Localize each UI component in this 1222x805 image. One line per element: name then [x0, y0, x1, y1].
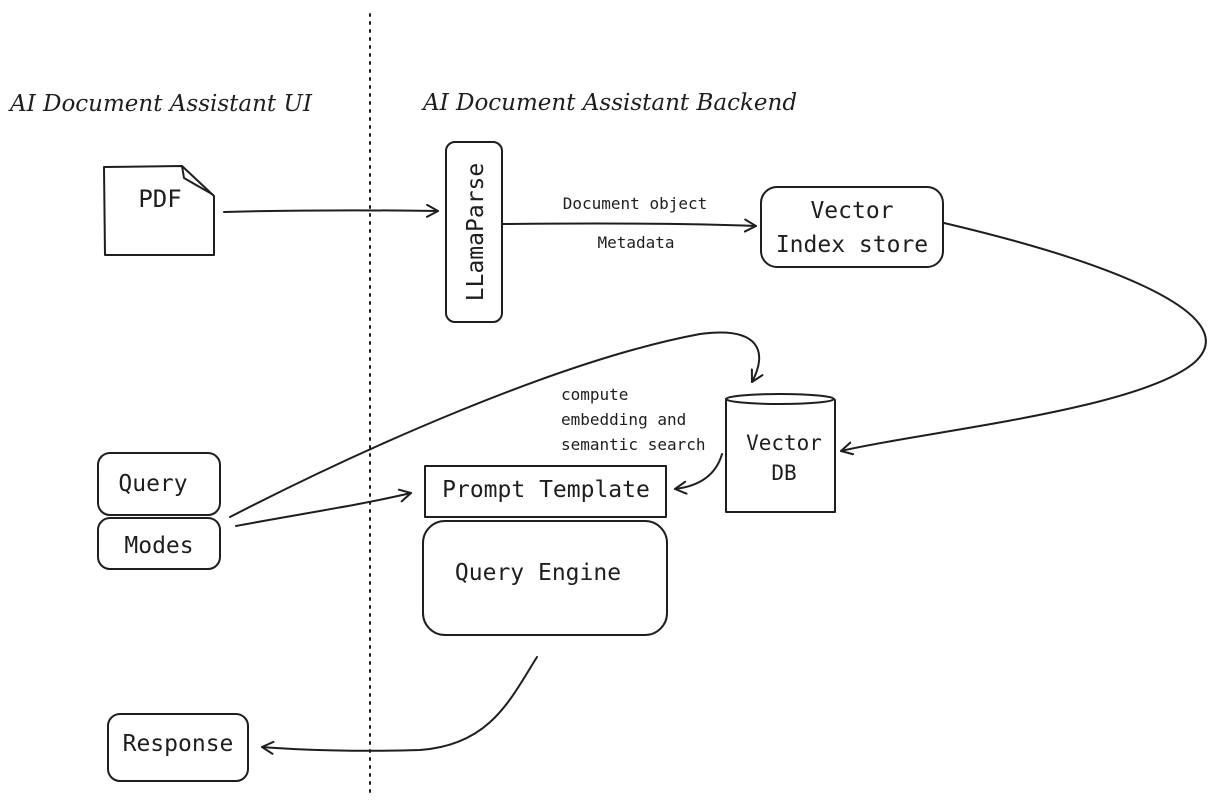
arrow-vector-index-to-vector-db: [840, 222, 1207, 456]
edge-label-document-object: Document object: [563, 194, 708, 213]
edge-label-compute-line3: semantic search: [561, 435, 706, 454]
heading-backend: AI Document Assistant Backend: [421, 90, 797, 116]
llamaparse-label: LLamaParse: [463, 163, 489, 301]
llamaparse-node: LLamaParse: [445, 141, 503, 323]
vector-index-label-line1: Vector: [810, 198, 893, 224]
arrow-query-engine-to-response: [261, 656, 538, 755]
modes-node: Modes: [97, 517, 221, 570]
response-node: Response: [107, 713, 249, 782]
arrow-pdf-to-llamaparse: [223, 203, 439, 218]
vector-db-label-line2: DB: [771, 461, 796, 485]
edge-label-compute-line2: embedding and: [561, 410, 686, 429]
query-engine-node: Query Engine: [422, 520, 668, 636]
vector-db-node: Vector DB: [725, 393, 836, 513]
arrow-llamaparse-to-vector-index: [502, 218, 757, 233]
arrow-modes-to-prompt-template: [235, 488, 412, 527]
arrow-vector-db-to-prompt-template: [674, 453, 723, 495]
query-engine-label: Query Engine: [455, 560, 621, 586]
pdf-label: PDF: [138, 185, 181, 213]
query-label: Query: [118, 471, 187, 497]
prompt-template-label: Prompt Template: [442, 477, 650, 503]
modes-label: Modes: [124, 533, 193, 559]
prompt-template-node: Prompt Template: [424, 465, 667, 518]
database-icon: [725, 399, 836, 513]
query-node: Query: [97, 452, 221, 516]
arrow-query-to-vector-db: [229, 331, 764, 518]
heading-ui: AI Document Assistant UI: [8, 91, 313, 117]
vector-index-label-line2: Index store: [776, 232, 928, 258]
edge-label-compute-line1: compute: [561, 385, 628, 404]
pdf-node: PDF: [103, 165, 215, 256]
response-label: Response: [123, 731, 234, 757]
edge-label-metadata: Metadata: [597, 233, 674, 252]
vector-index-store-node: Vector Index store: [760, 186, 944, 268]
vector-db-label-line1: Vector: [746, 431, 822, 455]
pdf-document-icon: [103, 165, 215, 256]
